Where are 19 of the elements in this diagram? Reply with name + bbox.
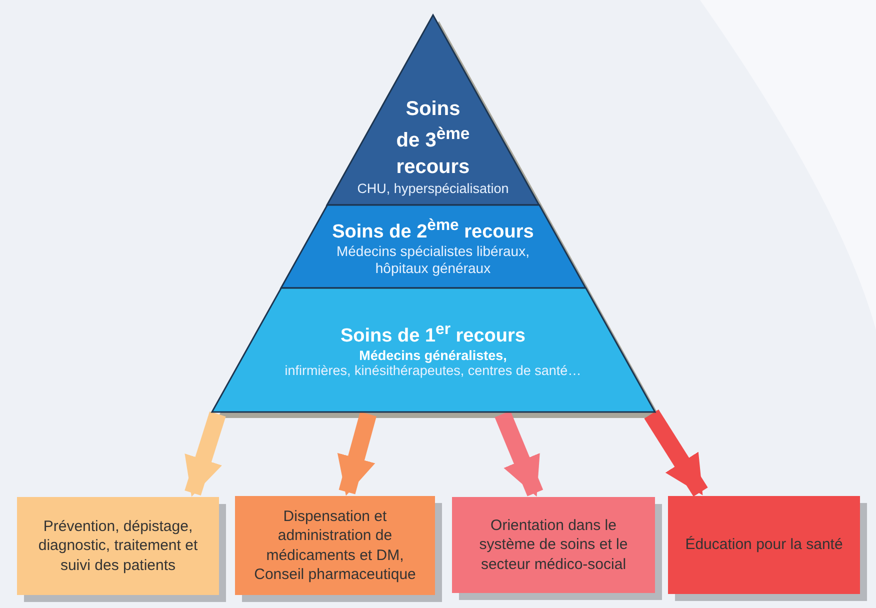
tier-description: CHU, hyperspécialisation: [357, 181, 509, 197]
role-box: [17, 497, 219, 595]
block-arrow: [644, 409, 708, 497]
block-arrow: [494, 410, 544, 497]
tier-description: Médecins spécialistes libéraux, hôpitaux généraux: [335, 243, 530, 276]
tier-title: Soins de 1$^{er}$ recours: [340, 321, 526, 348]
tier-title: Soins de 3$^{ème}$ recours: [395, 96, 471, 180]
role-text: Dispensation et administration de médicaments et DM, Conseil pharmaceutique: [253, 506, 417, 584]
role-text: Orientation dans le système de soins et le secteur médico-social: [478, 516, 629, 574]
tier-title: Soins de 2$^{ème}$ recours: [332, 217, 534, 244]
role-text: Éducation pour la santé: [684, 535, 844, 555]
role-box: [235, 496, 435, 595]
role-text: Prévention, dépistage, diagnostic, traitement et suivi des patients: [37, 516, 199, 576]
tier-description: Médecins généralistes,: [359, 348, 507, 364]
tier-description: infirmières, kinésithérapeutes, centres de santé…: [284, 363, 582, 379]
role-box: [452, 497, 655, 593]
role-box: [668, 496, 860, 594]
block-arrow: [184, 411, 226, 497]
block-arrow: [337, 412, 377, 496]
